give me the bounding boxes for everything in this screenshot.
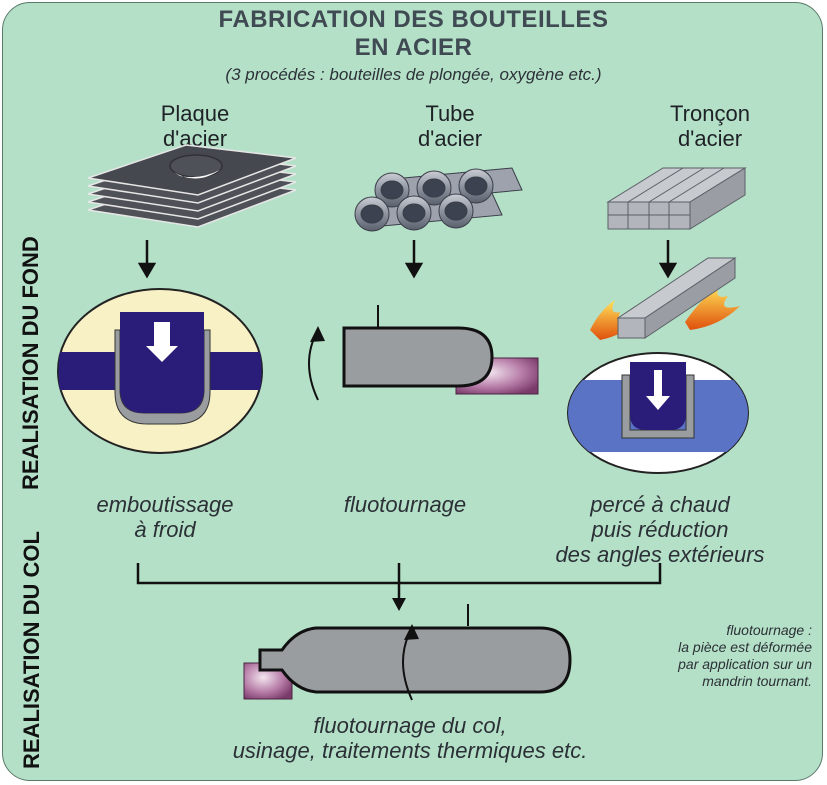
caption-final-line1: fluotournage du col, xyxy=(313,713,507,738)
label-tube-line1: Tube xyxy=(425,101,475,126)
label-tube: Tube d'acier xyxy=(385,101,515,151)
arrows-down xyxy=(137,240,678,279)
label-troncon-line2: d'acier xyxy=(677,126,743,151)
caption-fluotournage-line1: fluotournage xyxy=(343,492,467,517)
note-line1: fluotournage : xyxy=(726,622,812,638)
steel-plate-stack-icon xyxy=(87,144,297,228)
note-line3: par application sur un xyxy=(678,656,812,672)
hot-piercing-icon xyxy=(567,352,749,474)
steel-billets-icon xyxy=(606,167,747,230)
caption-perce-line2: puis réduction xyxy=(591,517,729,542)
label-plaque: Plaque d'acier xyxy=(130,101,260,151)
label-plaque-line1: Plaque xyxy=(160,101,230,126)
caption-perce: percé à chaud puis réduction des angles … xyxy=(500,492,820,567)
merge-arrows xyxy=(136,563,662,600)
label-troncon: Tronçon d'acier xyxy=(645,101,775,151)
title-line-2: EN ACIER xyxy=(354,34,473,61)
side-label-col: REALISATION DU COL xyxy=(19,531,44,769)
fluotournage-note: fluotournage : la pièce est déformée par… xyxy=(570,622,812,690)
caption-final: fluotournage du col, usinage, traitement… xyxy=(110,713,710,763)
merge-arrow-head xyxy=(392,598,406,611)
caption-emboutissage: emboutissage à froid xyxy=(50,492,280,542)
caption-perce-line1: percé à chaud xyxy=(590,492,730,517)
title-line-1: FABRICATION DES BOUTEILLES xyxy=(218,6,609,33)
caption-fluotournage: fluotournage xyxy=(300,492,510,517)
deep-drawing-icon xyxy=(57,288,263,454)
subtitle: (3 procédés : bouteilles de plongée, oxy… xyxy=(225,65,602,84)
note-line2: la pièce est déformée xyxy=(678,639,812,655)
steel-tubes-icon xyxy=(354,167,523,232)
caption-final-line2: usinage, traitements thermiques etc. xyxy=(232,738,588,763)
flow-forming-neck-icon xyxy=(243,604,572,701)
label-tube-line2: d'acier xyxy=(417,126,483,151)
side-label-fond: REALISATION DU FOND xyxy=(18,236,43,490)
note-line4: mandrin tournant. xyxy=(702,673,812,689)
heated-billet-icon xyxy=(590,257,740,340)
caption-emboutissage-line1: emboutissage xyxy=(96,492,234,517)
caption-perce-line3: des angles extérieurs xyxy=(555,542,765,567)
flow-forming-tube-icon xyxy=(308,305,539,401)
caption-emboutissage-line2: à froid xyxy=(134,517,196,542)
label-troncon-line1: Tronçon xyxy=(670,101,750,126)
